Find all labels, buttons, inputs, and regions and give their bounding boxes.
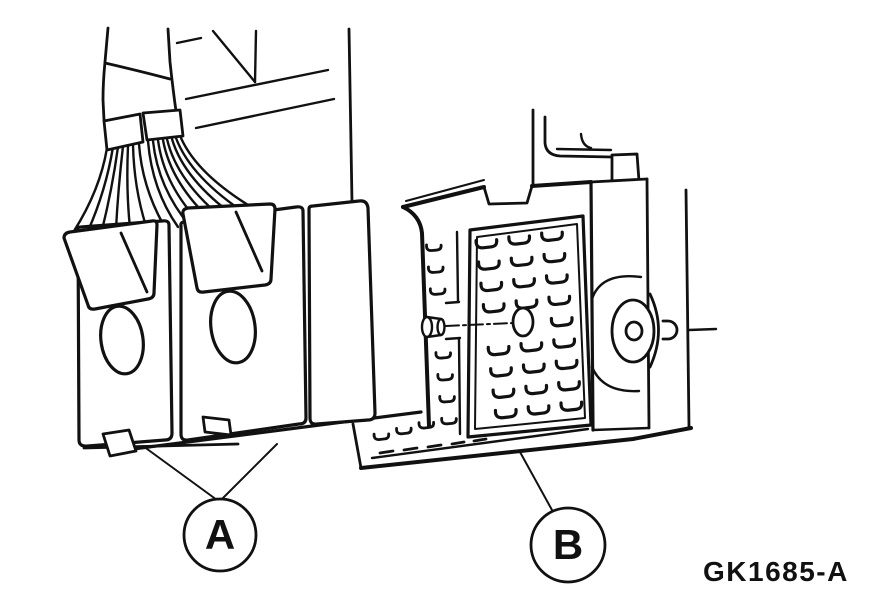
module-rear-edge bbox=[684, 188, 691, 429]
mounting-screw bbox=[420, 315, 446, 339]
connector-2-flap bbox=[181, 202, 277, 294]
callout-a-label: A bbox=[205, 511, 235, 558]
module-left-edge bbox=[401, 205, 431, 428]
callout-b-label: B bbox=[553, 521, 583, 568]
harness-connector-1 bbox=[62, 219, 174, 448]
mounting-bracket bbox=[531, 108, 641, 188]
connector-lock-tabs bbox=[101, 415, 233, 458]
callout-b: B bbox=[519, 451, 607, 584]
harness-connector-2 bbox=[179, 202, 308, 442]
callout-a-leader-left bbox=[142, 445, 218, 501]
module-front-right-edge bbox=[589, 180, 595, 432]
background-structure-lines bbox=[175, 27, 354, 204]
harness-tape-bands bbox=[102, 108, 185, 152]
callout-a: A bbox=[142, 443, 278, 573]
vent-panel-inner bbox=[474, 223, 586, 430]
module-side-boss bbox=[590, 275, 718, 393]
wire-harness-trunk bbox=[101, 26, 178, 122]
empty-connector-body bbox=[307, 199, 377, 426]
connector-1-flap bbox=[62, 219, 159, 311]
stud-line bbox=[687, 327, 718, 332]
callout-b-circle bbox=[529, 506, 607, 584]
electronic-module bbox=[351, 177, 718, 470]
screw-centerline bbox=[445, 322, 514, 327]
callout-a-leader-right bbox=[220, 443, 278, 501]
connector-2-cavity bbox=[209, 289, 257, 365]
screw-hole bbox=[511, 306, 535, 338]
connector-1-cavity bbox=[99, 304, 145, 376]
module-side-right-edge bbox=[645, 177, 651, 430]
callout-a-circle bbox=[182, 497, 258, 573]
module-bottom-flange bbox=[351, 422, 693, 470]
callout-b-leader bbox=[519, 451, 553, 511]
figure-code: GK1685-A bbox=[703, 556, 849, 587]
module-top-lip bbox=[405, 179, 485, 202]
